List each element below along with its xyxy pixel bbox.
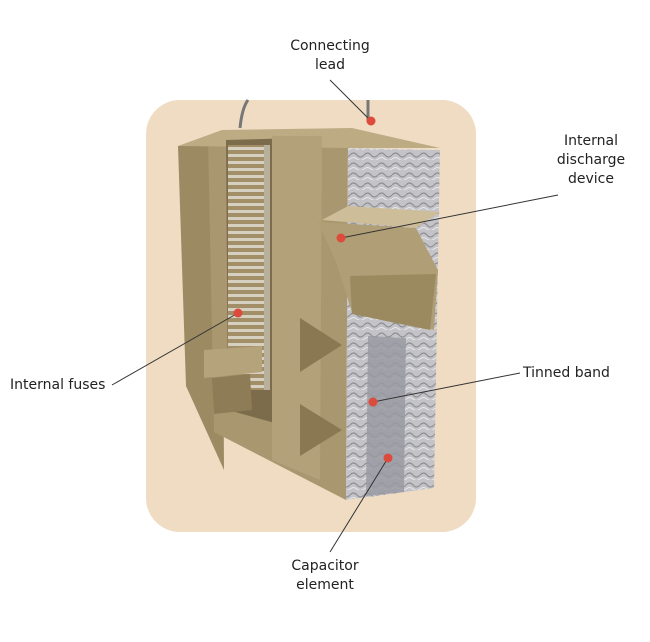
label-tinned-band: Tinned band [523, 365, 610, 381]
marker-internal-fuses [233, 308, 243, 318]
leader-tinned-band [372, 372, 521, 403]
marker-capacitor-element [383, 453, 393, 463]
fuse-column-edge [264, 145, 270, 390]
label-connecting-lead: Connecting lead [290, 38, 370, 73]
capacitor-unit [178, 99, 440, 500]
leader-capacitor-element [329, 457, 389, 553]
leader-discharge-device [340, 194, 559, 239]
fuse-tab [204, 346, 262, 378]
fuse-tab-lower [212, 374, 252, 414]
label-internal-fuses: Internal fuses [10, 377, 106, 393]
tinned-band-strip [366, 336, 406, 496]
label-internal-discharge-device: Internal discharge device [556, 133, 626, 187]
discharge-box-top [322, 206, 440, 228]
fold-1 [300, 318, 342, 372]
marker-discharge-device [336, 233, 346, 243]
leader-internal-fuses [111, 312, 239, 386]
marker-connecting-lead [366, 116, 376, 126]
fold-2 [300, 404, 342, 456]
discharge-box-flap [350, 274, 436, 330]
label-capacitor-element: Capacitor element [291, 558, 359, 593]
leader-connecting-lead [329, 79, 372, 122]
lead-wire-left [238, 99, 250, 129]
marker-tinned-band [368, 397, 378, 407]
cardboard-strap [272, 136, 322, 480]
